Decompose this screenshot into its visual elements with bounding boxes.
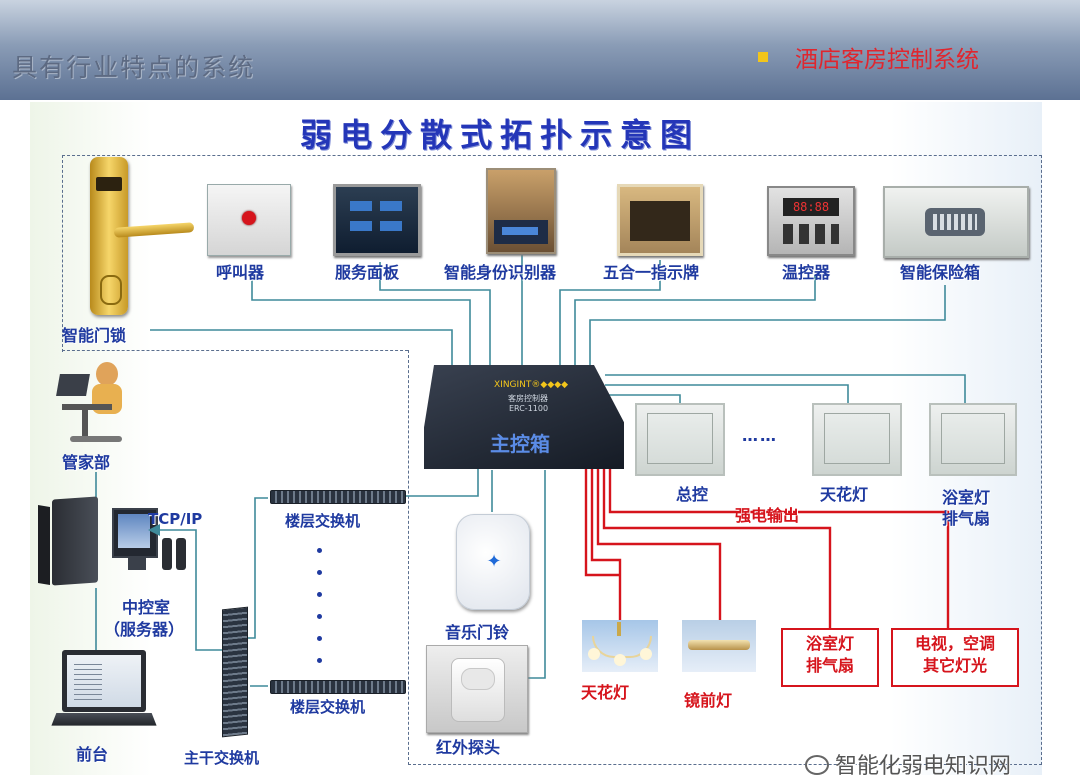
trunk-switch bbox=[222, 606, 248, 738]
wechat-icon bbox=[805, 755, 829, 775]
tv-box-label-2: 其它灯光 bbox=[922, 656, 987, 675]
floor-switch-top bbox=[270, 490, 406, 504]
control-room-label-1: 中控室 bbox=[122, 598, 171, 617]
thermostat: 88:88 bbox=[767, 186, 855, 256]
room-device-boundary bbox=[62, 155, 1042, 352]
pir-sensor bbox=[426, 645, 528, 733]
pir-label: 红外探头 bbox=[436, 738, 501, 757]
host-label: 主控箱 bbox=[490, 432, 550, 456]
protocol-label: TCP/IP bbox=[148, 510, 203, 528]
control-room-label-2: （服务器） bbox=[104, 620, 185, 639]
host-model-line1: 客房控制器 bbox=[508, 394, 548, 403]
smart-door-lock bbox=[84, 157, 196, 317]
music-doorbell: ✦ bbox=[456, 514, 530, 610]
server-pc-icon bbox=[38, 492, 188, 588]
thermostat-label: 温控器 bbox=[782, 263, 831, 282]
ellipsis-dot bbox=[317, 570, 322, 575]
bath-box-label-1: 浴室灯 bbox=[805, 634, 854, 653]
butler-label: 管家部 bbox=[62, 453, 111, 472]
call-button-label: 呼叫器 bbox=[216, 263, 265, 282]
floor-switch-top-label: 楼层交换机 bbox=[285, 512, 361, 530]
diagram-title: 弱电分散式拓扑示意图 bbox=[300, 116, 701, 154]
bath-switch-label-1: 浴室灯 bbox=[942, 488, 991, 507]
front-desk-label: 前台 bbox=[76, 745, 109, 764]
floor-switch-bottom bbox=[270, 680, 406, 694]
butler-workstation-icon bbox=[52, 360, 132, 446]
bullet-icon bbox=[758, 52, 768, 62]
doorbell-label: 音乐门铃 bbox=[445, 623, 510, 642]
ceiling-light-switch-label: 天花灯 bbox=[820, 485, 869, 504]
bath-switch-panel bbox=[929, 403, 1017, 476]
slide-header: 具有行业特点的系统 酒店客房控制系统 bbox=[0, 0, 1080, 100]
section-title: 具有行业特点的系统 bbox=[12, 53, 256, 82]
id-reader bbox=[486, 168, 556, 254]
floor-switch-bottom-label: 楼层交换机 bbox=[290, 698, 366, 716]
watermark-text: 智能化弱电知识网 bbox=[835, 754, 1012, 779]
ellipsis-dot bbox=[317, 636, 322, 641]
mirror-lamp-label: 镜前灯 bbox=[684, 691, 733, 710]
smart-safe bbox=[883, 186, 1029, 258]
trunk-switch-label: 主干交换机 bbox=[184, 749, 260, 767]
ceiling-lamp-icon bbox=[582, 620, 658, 672]
ellipsis-dot bbox=[317, 658, 322, 663]
mirror-lamp-icon bbox=[682, 620, 756, 672]
call-button bbox=[207, 184, 291, 256]
bath-light-fan-box: 浴室灯 排气扇 bbox=[781, 628, 879, 687]
host-model-line2: ERC-1100 bbox=[509, 404, 549, 413]
bath-box-label-2: 排气扇 bbox=[805, 656, 854, 675]
slide-topic: 酒店客房控制系统 bbox=[795, 47, 979, 73]
host-brand: XINGINT®◆◆◆◆ bbox=[494, 380, 569, 390]
master-switch-label: 总控 bbox=[676, 485, 709, 504]
indicator-panel bbox=[617, 184, 703, 256]
more-switches-ellipsis: …… bbox=[742, 426, 778, 445]
id-reader-label: 智能身份识别器 bbox=[444, 263, 557, 282]
tv-box-label-1: 电视，空调 bbox=[914, 634, 995, 653]
room-boundary-lower bbox=[408, 350, 1042, 765]
ceiling-light-switch-panel bbox=[812, 403, 902, 476]
service-panel bbox=[333, 184, 421, 256]
front-desk-laptop-icon bbox=[51, 650, 157, 736]
indicator-label: 五合一指示牌 bbox=[603, 263, 700, 282]
power-output-label: 强电输出 bbox=[735, 506, 800, 525]
watermark: 智能化弱电知识网 bbox=[805, 748, 1011, 780]
door-lock-label: 智能门锁 bbox=[62, 326, 127, 345]
ellipsis-dot bbox=[317, 592, 322, 597]
ellipsis-dot bbox=[317, 548, 322, 553]
ellipsis-dot bbox=[317, 614, 322, 619]
ceiling-lamp-label: 天花灯 bbox=[581, 683, 630, 702]
master-switch-panel bbox=[635, 403, 725, 476]
service-panel-label: 服务面板 bbox=[335, 263, 400, 282]
bath-switch-label-2: 排气扇 bbox=[942, 509, 991, 528]
tv-ac-lights-box: 电视，空调 其它灯光 bbox=[891, 628, 1019, 687]
host-controller bbox=[424, 365, 624, 469]
safe-label: 智能保险箱 bbox=[900, 263, 981, 282]
room-boundary-divider bbox=[62, 350, 408, 351]
